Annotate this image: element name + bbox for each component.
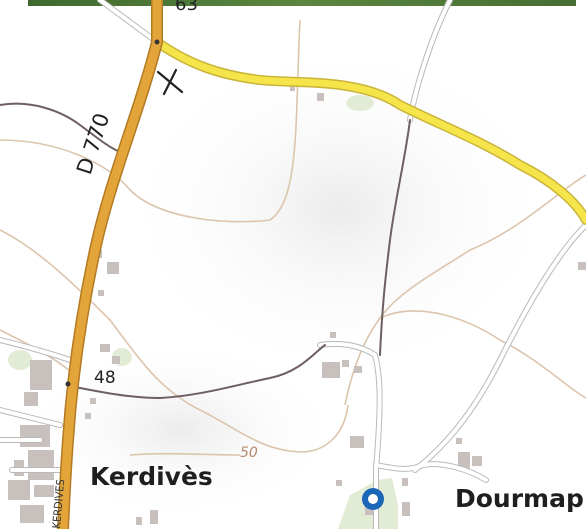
crossing-icon: [156, 68, 184, 96]
buildings: [8, 86, 586, 525]
road-ref-48: 48: [94, 368, 116, 388]
junction-dots: [65, 39, 160, 387]
contour-label-50: 50: [240, 445, 258, 461]
place-label-dourmap: Dourmap: [455, 484, 584, 513]
tracks: [0, 102, 411, 400]
road-ref-63: 63: [175, 0, 198, 15]
location-marker-icon[interactable]: [362, 488, 384, 510]
place-label-kerdives: Kerdivès: [90, 462, 213, 491]
secondary-road: [152, 37, 586, 225]
forest-area: [28, 0, 576, 6]
terrain-shade: [20, 340, 340, 520]
terrain-shade: [120, 40, 560, 380]
primary-road-d770: [57, 0, 163, 529]
